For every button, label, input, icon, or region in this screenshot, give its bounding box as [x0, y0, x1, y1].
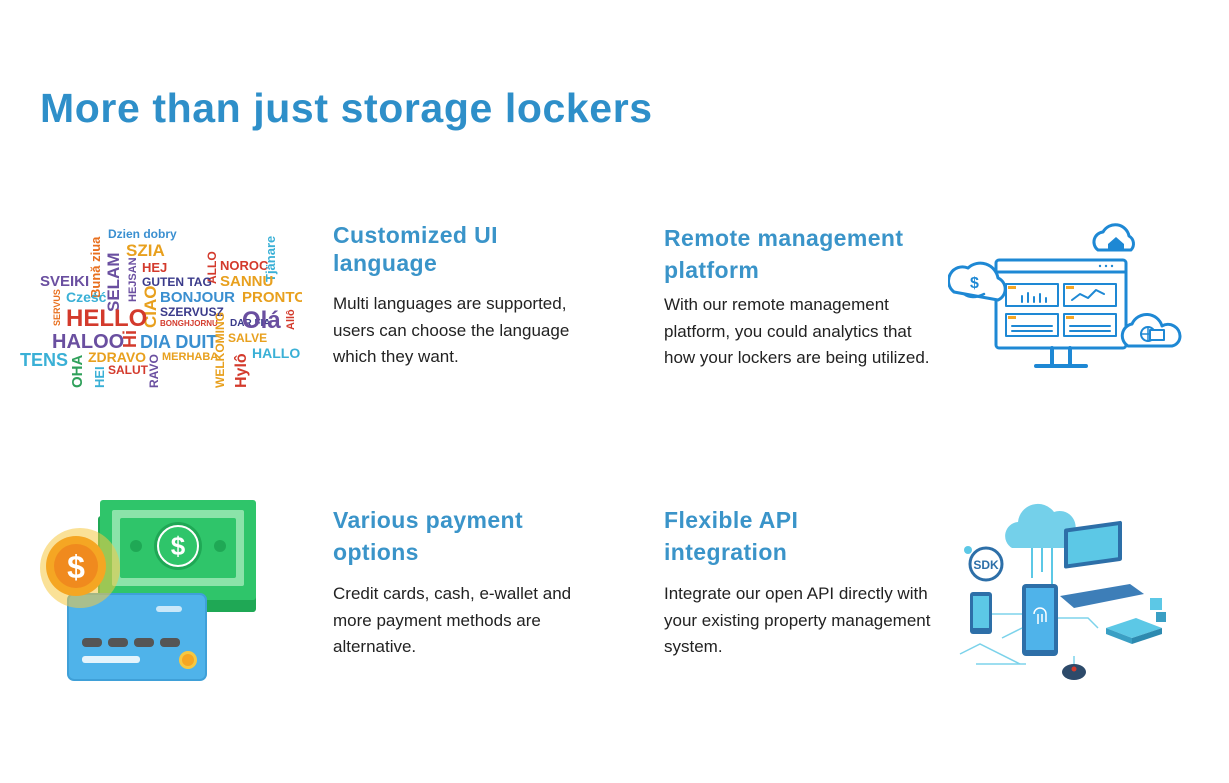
- word-cloud-word: DAR FIA: [230, 318, 271, 329]
- word-cloud-word: Hylô: [233, 353, 250, 388]
- cloud-icon: [1005, 503, 1076, 584]
- router-icon: [1106, 598, 1166, 644]
- word-cloud-word: HELLO: [66, 305, 147, 332]
- word-cloud-word: ZDRAVO: [88, 349, 146, 365]
- monitor-icon: [994, 258, 1128, 368]
- money-card-coin-image: $ $: [38, 498, 258, 682]
- cloud-payment-icon: $: [947, 261, 1007, 302]
- word-cloud-word: WELKOMING: [213, 312, 227, 388]
- cloud-sync-icon: [1120, 313, 1182, 348]
- mouse-icon: [1062, 664, 1086, 680]
- word-cloud-word: Hi: [120, 330, 140, 348]
- word-cloud-word: HEJ: [142, 260, 167, 275]
- word-cloud-word: TENS: [20, 350, 68, 370]
- svg-text:SDK: SDK: [973, 558, 999, 572]
- word-cloud-word: MERHABA: [162, 351, 218, 363]
- page-title: More than just storage lockers: [40, 85, 653, 131]
- credit-card-icon: [67, 593, 207, 681]
- word-cloud-word: PRONTO: [242, 289, 302, 306]
- word-cloud-word: Cześć: [66, 289, 107, 305]
- word-cloud-word: SZIA: [126, 241, 165, 260]
- word-cloud-word: HEJSAN: [127, 257, 139, 302]
- cloud-home-icon: [1092, 223, 1135, 252]
- word-cloud-word: NOROC: [220, 258, 269, 273]
- feature-desc-customized-ui: Multi languages are supported, users can…: [333, 294, 570, 366]
- word-cloud-word: Tjänare: [263, 236, 278, 282]
- gold-coin-icon: $: [40, 528, 120, 608]
- feature-desc-remote-management: With our remote management platform, you…: [664, 295, 930, 367]
- word-cloud-word: Olá: [242, 307, 281, 334]
- word-cloud-word: Allô: [285, 309, 297, 330]
- sdk-badge-icon: SDK: [964, 546, 1004, 582]
- laptop-icon: [1060, 520, 1144, 608]
- word-cloud-word: SERVUS: [52, 289, 62, 326]
- word-cloud-word: SANNU: [220, 273, 273, 290]
- word-cloud-word: ALLO: [205, 251, 219, 284]
- word-cloud-word: BONGHJORNU: [160, 319, 218, 328]
- fingerprint-tablet-icon: [1022, 584, 1058, 656]
- feature-desc-api-integration: Integrate our open API directly with you…: [664, 584, 931, 656]
- svg-text:$: $: [171, 531, 186, 561]
- word-cloud-word: Dzien dobry: [108, 227, 177, 241]
- monitor-cloud-analytics-image: $: [947, 220, 1184, 380]
- word-cloud-word: DIA DUIT: [140, 332, 217, 352]
- word-cloud-word: SVEIKI: [40, 273, 89, 290]
- word-cloud-word: Bună ziua: [88, 236, 103, 298]
- word-cloud-word: HALOO: [52, 331, 124, 353]
- smartphone-icon: [970, 592, 992, 634]
- api-network-devices-image: SDK: [956, 488, 1178, 688]
- word-cloud-word: OHA: [69, 355, 86, 389]
- word-cloud-word: RAVO: [147, 354, 161, 388]
- language-word-cloud-image: Dzien dobry Bună ziua SZIA SELAM HEJ NOR…: [20, 222, 306, 390]
- banknote-stack-icon: $: [98, 500, 256, 612]
- word-cloud-word: HALLO: [252, 345, 300, 361]
- word-cloud-word: SELAM: [104, 253, 123, 313]
- svg-text:$: $: [67, 549, 85, 585]
- word-cloud-word: SZERVUSZ: [160, 305, 224, 319]
- word-cloud-word: BONJOUR: [160, 289, 235, 306]
- word-cloud-word: GUTEN TAG: [142, 275, 212, 289]
- word-cloud-word: HEI: [92, 366, 107, 388]
- word-cloud-word: SALUT: [108, 363, 149, 377]
- feature-desc-payment-options: Credit cards, cash, e-wallet and more pa…: [333, 584, 572, 656]
- word-cloud-word: SALVE: [228, 331, 267, 345]
- svg-text:$: $: [970, 275, 979, 292]
- word-cloud-word: CIAO: [141, 286, 160, 329]
